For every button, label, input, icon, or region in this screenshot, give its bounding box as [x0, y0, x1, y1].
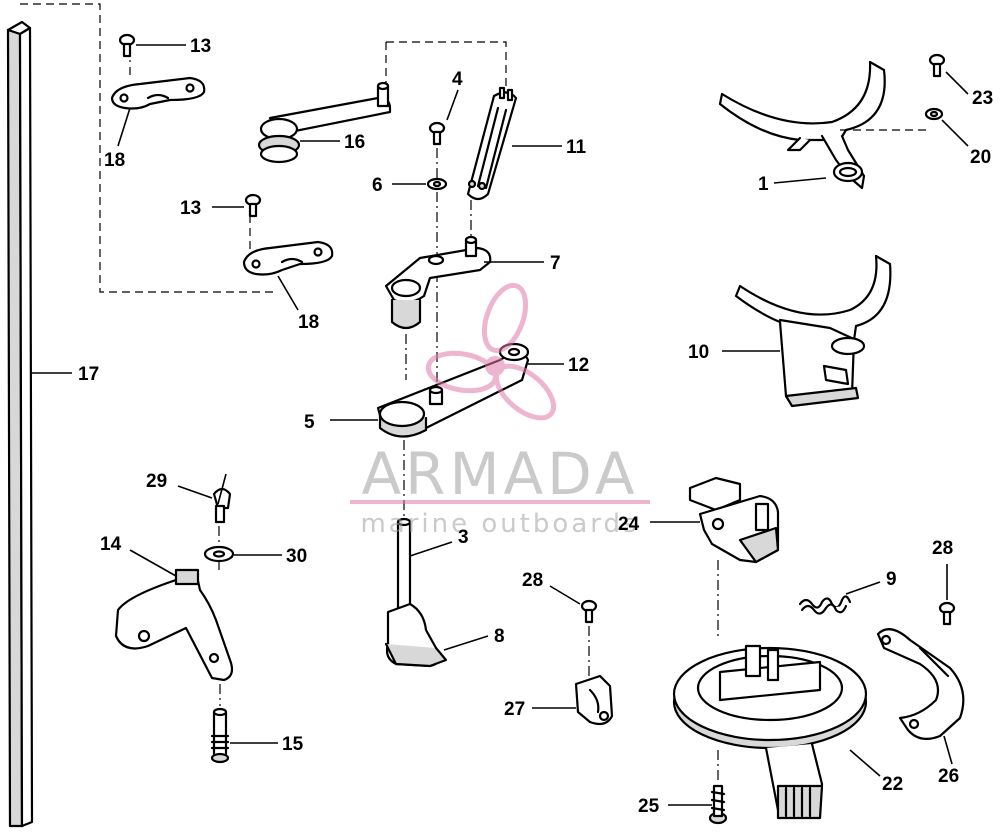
part-18-link-top [110, 76, 206, 110]
part-28-screw-right [938, 601, 956, 626]
label-28-right: 28 [932, 538, 953, 559]
part-25-screw [708, 784, 728, 825]
label-13-top: 13 [190, 36, 211, 57]
part-6-washer [426, 177, 448, 191]
part-10-timer-base [734, 254, 892, 408]
label-5: 5 [304, 412, 315, 433]
label-3: 3 [458, 527, 469, 548]
part-7-lever [384, 235, 492, 330]
label-14: 14 [100, 534, 122, 555]
part-8-shift-lever [384, 602, 448, 668]
watermark-tagline: marine outboards [360, 509, 639, 539]
label-4: 4 [452, 69, 463, 90]
label-15: 15 [282, 734, 304, 755]
part-23-screw [928, 53, 946, 78]
watermark-divider [350, 500, 650, 504]
armada-watermark: ARMADA marine outboards [350, 282, 650, 539]
part-29-clip [212, 487, 232, 524]
watermark-brand: ARMADA [361, 440, 638, 508]
linkage-guide-line [20, 3, 278, 293]
label-17: 17 [78, 364, 99, 385]
label-29: 29 [146, 471, 167, 492]
part-17-shift-rod [6, 20, 34, 828]
part-9-spring [798, 595, 852, 615]
label-26: 26 [938, 766, 959, 787]
label-25: 25 [638, 796, 660, 817]
part-15-pin [210, 707, 230, 764]
part-14-bracket [114, 568, 234, 682]
part-4-screw [428, 121, 446, 146]
part-26-retainer [876, 628, 965, 741]
part-11-throttle-arm [466, 86, 518, 201]
label-7: 7 [550, 253, 561, 274]
part-18-link-middle [242, 240, 334, 276]
label-10: 10 [688, 342, 709, 363]
label-9: 9 [886, 569, 897, 590]
label-23: 23 [972, 88, 993, 109]
label-20: 20 [970, 147, 991, 168]
part-13-screw-middle [244, 193, 262, 218]
part-24-switch [688, 476, 780, 564]
label-30: 30 [286, 546, 307, 567]
label-6: 6 [372, 175, 383, 196]
label-8: 8 [494, 626, 505, 647]
part-27-clamp [574, 674, 614, 726]
label-28-left: 28 [522, 570, 543, 591]
label-16: 16 [344, 132, 365, 153]
part-16-throttle-lever [257, 81, 392, 164]
part-30-washer [203, 545, 235, 563]
label-18-middle: 18 [298, 312, 319, 333]
part-13-screw-top [118, 33, 136, 58]
part-22-timer-ring [672, 644, 868, 820]
part-20-washer [924, 107, 944, 121]
part-3-shift-shaft [396, 517, 412, 610]
label-27: 27 [504, 699, 525, 720]
propeller-logo [425, 282, 556, 421]
label-22: 22 [882, 774, 903, 795]
label-11: 11 [566, 137, 587, 158]
label-12: 12 [568, 355, 589, 376]
label-24: 24 [618, 514, 640, 535]
part-28-screw-left [580, 599, 598, 624]
label-1: 1 [758, 174, 769, 195]
label-13-middle: 13 [180, 198, 201, 219]
label-18-top: 18 [104, 150, 125, 171]
part-1-timer-base [718, 60, 886, 190]
